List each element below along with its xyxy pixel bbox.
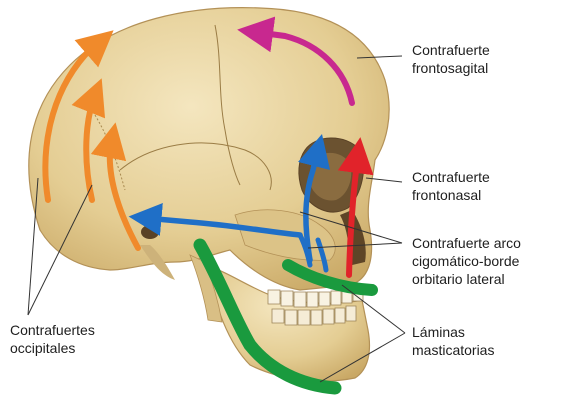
label-line: Láminas: [412, 323, 494, 341]
label-line: frontosagital: [412, 59, 490, 77]
label-laminas-masticatorias: Láminas masticatorias: [412, 323, 494, 359]
label-contrafuerte-frontonasal: Contrafuerte frontonasal: [412, 168, 490, 204]
label-contrafuerte-frontosagital: Contrafuerte frontosagital: [412, 41, 490, 77]
label-contrafuerte-arco: Contrafuerte arco cigomático-borde orbit…: [412, 234, 521, 288]
label-line: cigomático-borde: [412, 252, 521, 270]
label-line: Contrafuerte: [412, 168, 490, 186]
label-line: Contrafuerte arco: [412, 234, 521, 252]
ear-canal: [141, 225, 159, 239]
label-line: occipitales: [10, 339, 95, 357]
label-contrafuertes-occipitales: Contrafuertes occipitales: [10, 321, 95, 357]
label-line: orbitario lateral: [412, 270, 521, 288]
label-line: Contrafuerte: [412, 41, 490, 59]
label-line: frontonasal: [412, 186, 490, 204]
label-line: masticatorias: [412, 341, 494, 359]
label-line: Contrafuertes: [10, 321, 95, 339]
